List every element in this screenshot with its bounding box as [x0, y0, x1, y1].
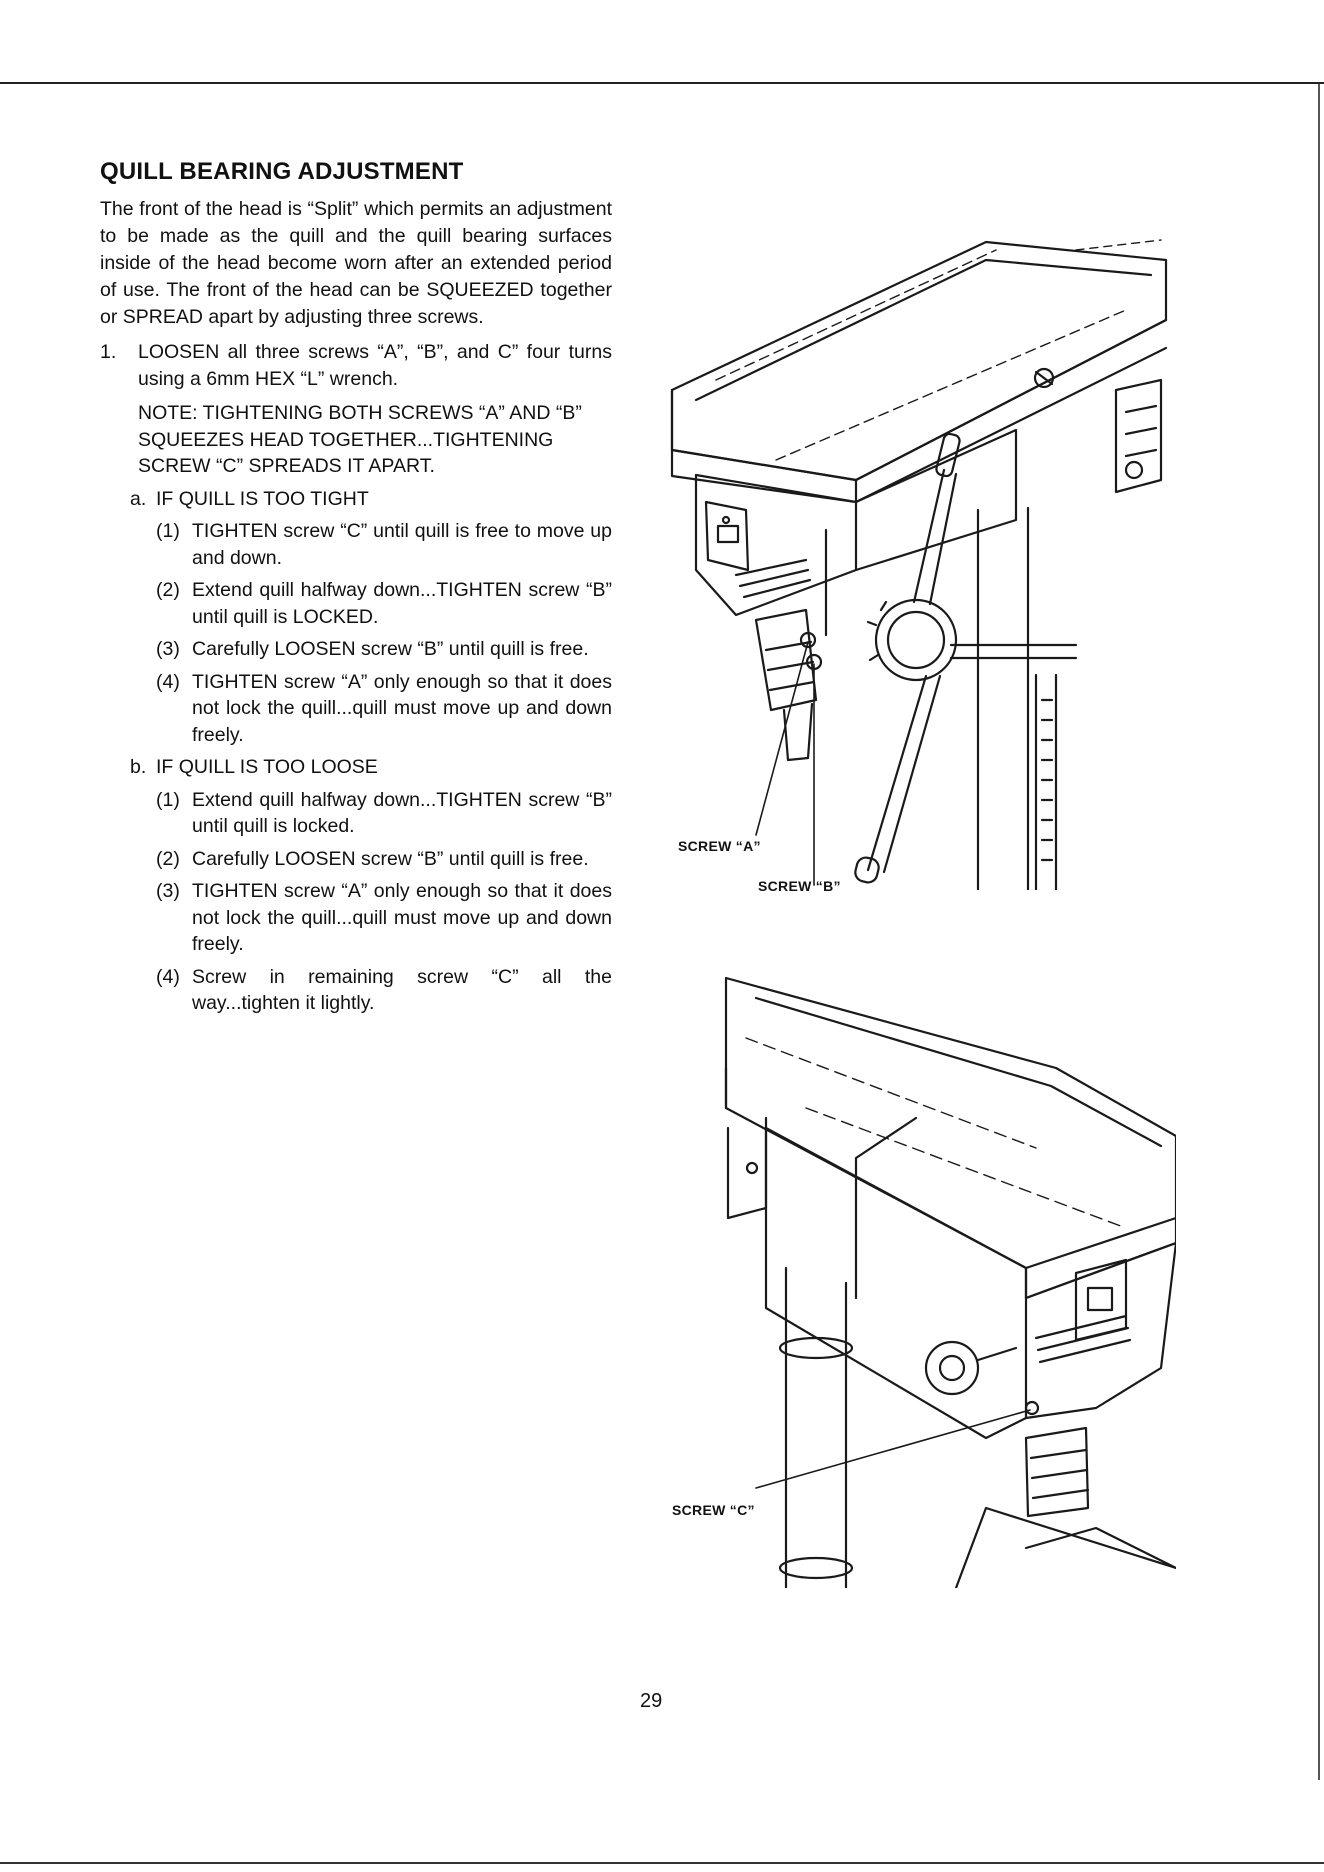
case-b-step-1-marker: (1) — [156, 788, 180, 811]
case-b-heading: b. IF QUILL IS TOO LOOSE — [100, 754, 612, 781]
case-b-step-3-marker: (3) — [156, 880, 180, 902]
case-b-step-2-marker: (2) — [156, 847, 180, 870]
section-title: QUILL BEARING ADJUSTMENT — [100, 158, 464, 185]
case-a-step-1: (1) TIGHTEN screw “C” until quill is fre… — [100, 518, 612, 571]
case-a-title: IF QUILL IS TOO TIGHT — [156, 487, 369, 510]
case-a-step-3-marker: (3) — [156, 638, 180, 660]
figure-head-side-view — [656, 968, 1176, 1588]
top-rule — [0, 82, 1324, 84]
case-a-step-4-text: TIGHTEN screw “A” only enough so that it… — [192, 670, 612, 746]
case-a-step-1-marker: (1) — [156, 520, 180, 542]
step-1-text: LOOSEN all three screws “A”, “B”, and C”… — [138, 341, 612, 390]
figure-head-front-view — [656, 230, 1176, 890]
step-1: 1. LOOSEN all three screws “A”, “B”, and… — [100, 339, 612, 392]
drill-press-head-illustration — [670, 239, 1168, 890]
case-a-step-4-marker: (4) — [156, 670, 180, 693]
drill-press-side-illustration — [724, 976, 1176, 1588]
screw-c-label: SCREW “C” — [672, 1502, 755, 1518]
case-b-step-4-marker: (4) — [156, 965, 180, 988]
case-a-heading: a. IF QUILL IS TOO TIGHT — [100, 486, 612, 513]
case-a-step-2-text: Extend quill halfway down...TIGHTEN scre… — [192, 579, 612, 628]
case-b-title: IF QUILL IS TOO LOOSE — [156, 756, 378, 778]
bottom-rule — [0, 1862, 1324, 1864]
screw-b-label: SCREW “B” — [758, 878, 841, 894]
case-a-step-4: (4) TIGHTEN screw “A” only enough so tha… — [100, 669, 612, 749]
case-b-step-4-text: Screw in remaining screw “C” all the way… — [192, 965, 612, 1015]
case-b-step-3-text: TIGHTEN screw “A” only enough so that it… — [192, 880, 612, 955]
case-b-step-1: (1) Extend quill halfway down...TIGHTEN … — [100, 787, 612, 840]
case-a-step-1-text: TIGHTEN screw “C” until quill is free to… — [192, 520, 612, 569]
instructions-column: QUILL BEARING ADJUSTMENT The front of th… — [100, 158, 612, 1017]
case-b-step-4: (4) Screw in remaining screw “C” all the… — [100, 964, 612, 1017]
case-b-marker: b. — [130, 756, 147, 778]
page-number: 29 — [640, 1690, 663, 1712]
case-b-step-1-text: Extend quill halfway down...TIGHTEN scre… — [192, 788, 612, 838]
intro-paragraph: The front of the head is “Split” which p… — [100, 198, 612, 328]
case-b-step-2-text: Carefully LOOSEN screw “B” until quill i… — [192, 847, 589, 870]
case-a-step-2: (2) Extend quill halfway down...TIGHTEN … — [100, 577, 612, 630]
case-a-step-3: (3) Carefully LOOSEN screw “B” until qui… — [100, 636, 612, 663]
case-a-marker: a. — [130, 487, 147, 510]
case-a-step-2-marker: (2) — [156, 579, 180, 601]
right-rule — [1318, 84, 1320, 1780]
note: NOTE: TIGHTENING BOTH SCREWS “A” AND “B”… — [138, 402, 582, 477]
case-b-step-3: (3) TIGHTEN screw “A” only enough so tha… — [100, 878, 612, 958]
case-b-step-2: (2) Carefully LOOSEN screw “B” until qui… — [100, 846, 612, 873]
step-1-marker: 1. — [100, 341, 117, 363]
case-a-step-3-text: Carefully LOOSEN screw “B” until quill i… — [192, 638, 589, 660]
screw-a-label: SCREW “A” — [678, 838, 761, 854]
